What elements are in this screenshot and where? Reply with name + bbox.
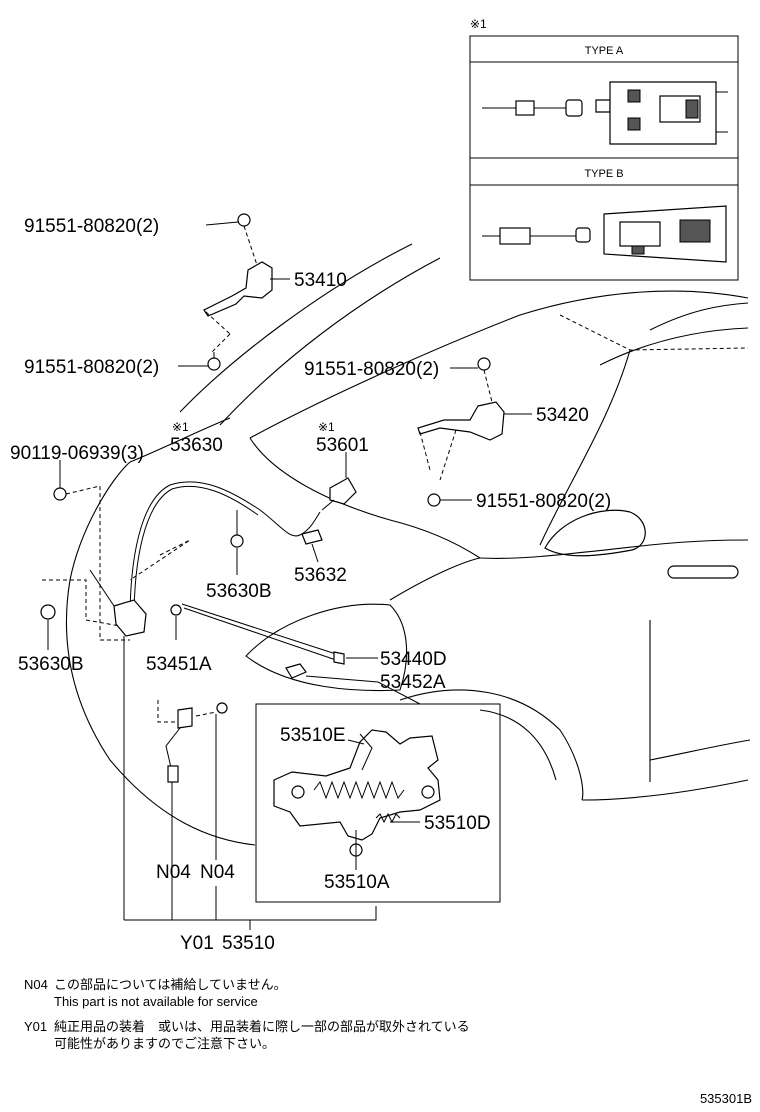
leader-lines <box>47 221 532 930</box>
bolt-icon <box>216 702 228 714</box>
note-n04-jp: この部品については補給していません。 <box>54 977 287 992</box>
note-y01: Y01 純正用品の装着 或いは、用品装着に際し一部の部品が取外されている 可能性が… <box>24 1018 470 1052</box>
clamp-icon <box>230 534 244 548</box>
label-y01: Y01 <box>180 933 214 954</box>
note-n04: N04 この部品については補給していません。 This part is not a… <box>24 976 287 1010</box>
hood-hinge-53420 <box>417 357 505 507</box>
bolt-icon <box>207 357 221 371</box>
type-box-ref-mark: ※1 <box>470 17 487 31</box>
clamp-icon <box>40 604 56 620</box>
label-n04-a: N04 <box>156 862 191 883</box>
label-53440D: 53440D <box>380 649 447 670</box>
clamp-and-bolt <box>40 485 191 641</box>
support-rod-53440D <box>170 603 345 679</box>
label-53510D: 53510D <box>424 813 491 834</box>
note-n04-en: This part is not available for service <box>54 994 258 1009</box>
hood-switch-53601 <box>321 477 357 511</box>
label-53632: 53632 <box>294 565 347 586</box>
note-y01-code: Y01 <box>24 1019 48 1034</box>
type-b-label: TYPE B <box>584 168 623 180</box>
bolt-icon <box>53 487 67 501</box>
label-53630B-a: 53630B <box>206 581 272 602</box>
type-a-connector <box>482 81 728 145</box>
catalog-number: 535301B <box>699 1091 752 1106</box>
hood-lock-assy <box>89 569 147 920</box>
type-box: ※1 TYPE A TYPE B <box>469 17 739 281</box>
label-53630: 53630 <box>170 435 223 456</box>
type-a-label: TYPE A <box>585 45 624 57</box>
label-53510: 53510 <box>222 933 275 954</box>
label-n04-b: N04 <box>200 862 235 883</box>
label-53601: 53601 <box>316 435 369 456</box>
ref-mark-53601: ※1 <box>318 420 335 434</box>
label-91551-top: 91551-80820(2) <box>24 216 159 237</box>
detail-frame <box>255 703 501 903</box>
label-91551-left: 91551-80820(2) <box>24 357 159 378</box>
label-53410: 53410 <box>294 270 347 291</box>
label-53510A: 53510A <box>324 872 390 893</box>
label-53451A: 53451A <box>146 654 212 675</box>
note-y01-jp1: 純正用品の装着 或いは、用品装着に際し一部の部品が取外されている <box>54 1019 470 1034</box>
bolt-icon <box>427 493 441 507</box>
clip-icon <box>170 604 182 616</box>
spring-icon <box>313 780 405 800</box>
label-53630B-b: 53630B <box>18 654 84 675</box>
hood-hinge-53410 <box>203 213 273 371</box>
lock-detail-box <box>255 703 501 903</box>
vehicle-outline <box>65 243 751 846</box>
label-53420: 53420 <box>536 405 589 426</box>
release-cable-53630 <box>129 481 323 621</box>
type-b-connector <box>482 205 727 263</box>
note-y01-jp2: 可能性がありますのでご注意下さい。 <box>54 1036 276 1051</box>
label-53452A: 53452A <box>380 672 446 693</box>
label-90119: 90119-06939(3) <box>10 443 144 464</box>
bolt-icon <box>237 213 251 227</box>
n04-parts <box>157 700 228 920</box>
label-53510E: 53510E <box>280 725 346 746</box>
label-91551-mid: 91551-80820(2) <box>304 359 439 380</box>
bolt-icon <box>477 357 491 371</box>
part-labels: 91551-80820(2) 53410 91551-80820(2) 9155… <box>10 216 611 954</box>
ref-mark-53630: ※1 <box>172 420 189 434</box>
label-91551-right: 91551-80820(2) <box>476 491 611 512</box>
note-n04-code: N04 <box>24 977 48 992</box>
